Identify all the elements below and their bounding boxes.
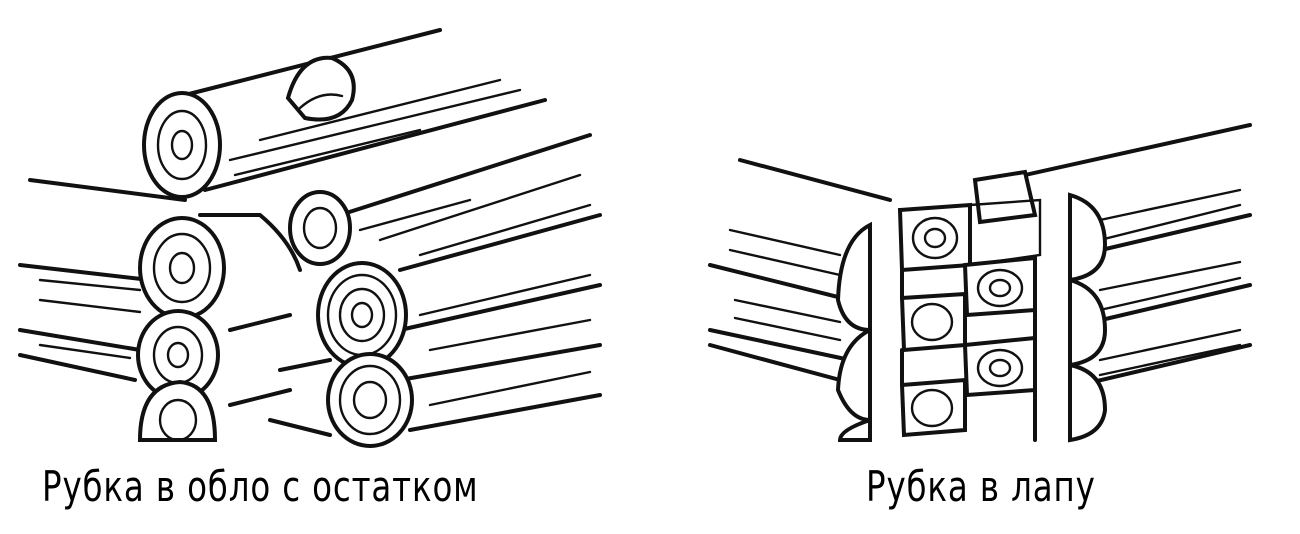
illustration-dovetail-logs — [708, 123, 1252, 443]
figure-dovetail-notch: Рубка в лапу — [640, 0, 1300, 534]
caption-round-notch: Рубка в обло с остатком — [42, 462, 479, 511]
log-wall-left — [708, 158, 892, 442]
caption-dovetail-notch: Рубка в лапу — [866, 462, 1096, 511]
top-log — [142, 28, 547, 199]
dovetail-tenon-stack — [897, 169, 1042, 442]
log-stack-left — [18, 213, 302, 442]
log-wall-back — [28, 133, 602, 272]
illustration-round-notch-logs — [18, 28, 602, 448]
log-wall-right — [978, 123, 1252, 443]
log-stack-right — [268, 261, 602, 448]
figure-round-notch: Рубка в обло с остатком — [0, 0, 640, 534]
